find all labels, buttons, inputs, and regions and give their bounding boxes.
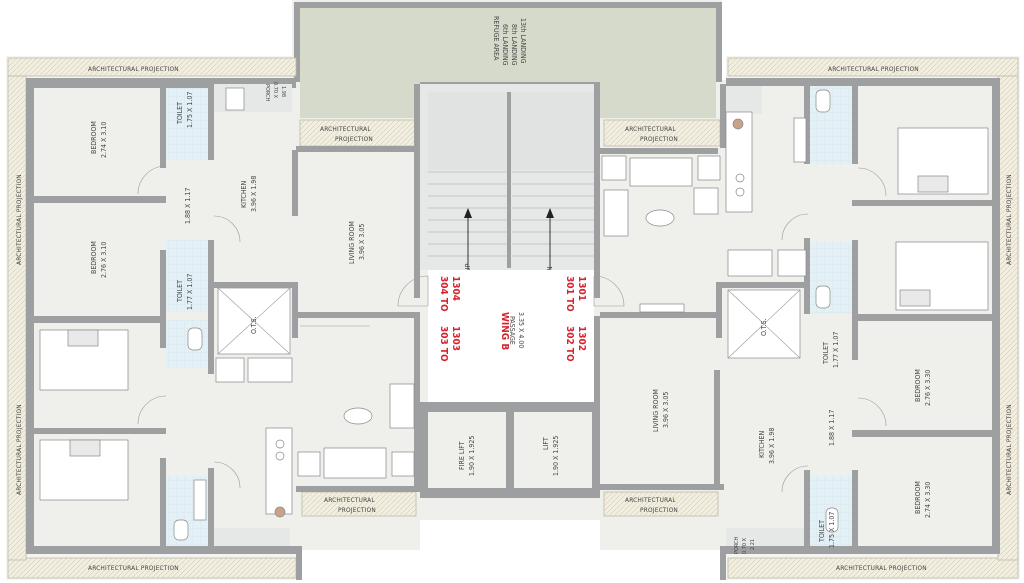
right-toilet1-name: TOILET: [822, 342, 830, 365]
right-porch-dims2: 2.21: [750, 539, 756, 550]
left-toilet1-dims: 1.75 X 1.07: [186, 92, 194, 128]
left-toilet1-name: TOILET: [176, 102, 184, 125]
left-living-name: LIVING ROOM: [348, 221, 356, 264]
lifts: FIRE LIFT 1.90 X 1.925 LIFT 1.90 X 1.925: [420, 402, 600, 498]
wing-name: WING B: [499, 312, 510, 350]
right-flat-walls: [594, 78, 1000, 580]
flat-label-bl: 303 TO: [438, 326, 449, 362]
flat-label-tr: 301 TO: [564, 276, 575, 312]
projection-mid-tr-1: ARCHITECTURAL: [625, 125, 676, 133]
left-passage-dims: 1.88 X 1.17: [184, 188, 192, 224]
left-kitchen-name: KITCHEN: [240, 180, 248, 208]
lift-dims: 1.90 X 1.925: [552, 436, 560, 476]
right-bedroom1-dims: 2.76 X 3.30: [924, 370, 932, 406]
flat-label-tr-2: 1301: [576, 276, 587, 301]
projection-label-top-left: ARCHITECTURAL PROJECTION: [88, 65, 179, 73]
left-ots: O.T.S.: [250, 316, 258, 334]
projection-mid-tl-2: PROJECTION: [335, 135, 373, 143]
left-bedroom2-name: BEDROOM: [90, 241, 98, 274]
projection-mid-bl-1: ARCHITECTURAL: [324, 496, 375, 504]
right-bedroom2-dims: 2.74 X 3.30: [924, 482, 932, 518]
left-toilet2-name: TOILET: [176, 280, 184, 303]
left-flat-walls: [26, 78, 420, 580]
left-flat-doors: [137, 147, 396, 489]
right-porch-dims1: 0.70 X: [742, 537, 748, 554]
flat-label-tl: 304 TO: [438, 276, 449, 312]
staircase: UP DN: [420, 84, 600, 276]
left-flat-labels: BEDROOM 2.74 X 3.10 BEDROOM 2.76 X 3.10 …: [90, 82, 366, 334]
flat-label-br-2: 1302: [576, 326, 587, 351]
left-living-dims: 3.96 X 3.05: [358, 224, 366, 260]
lift-label: LIFT: [542, 437, 550, 450]
right-ots: O.T.S.: [760, 318, 768, 336]
refuge-title: REFUGE AREA: [492, 16, 500, 61]
right-flat-labels: BEDROOM 2.76 X 3.30 BEDROOM 2.74 X 3.30 …: [652, 318, 932, 554]
flat-label-tl-2: 1304: [450, 276, 461, 301]
right-kitchen-dims: 3.96 X 1.98: [768, 428, 776, 464]
left-porch-dims1: 0.70 X: [272, 82, 278, 99]
flat-label-br: 302 TO: [564, 326, 575, 362]
left-bedroom1-name: BEDROOM: [90, 121, 98, 154]
left-porch-name: PORCH: [264, 84, 270, 101]
left-toilet2-dims: 1.77 X 1.07: [186, 274, 194, 310]
left-bedroom2-dims: 2.76 X 3.10: [100, 242, 108, 278]
flat-label-bl-2: 1303: [450, 326, 461, 351]
projection-label-left-upper: ARCHITECTURAL PROJECTION: [15, 174, 23, 265]
projection-label-top-right: ARCHITECTURAL PROJECTION: [828, 65, 919, 73]
projection-label-left-lower: ARCHITECTURAL PROJECTION: [15, 404, 23, 495]
refuge-line2: 8th LANDING: [510, 24, 518, 66]
right-toilet2-name: TOILET: [818, 520, 826, 543]
left-kitchen-dims: 3.96 X 1.98: [250, 176, 258, 212]
projection-label-right-upper: ARCHITECTURAL PROJECTION: [1005, 174, 1013, 265]
projection-mid-br-2: PROJECTION: [640, 506, 678, 514]
right-flat-doors: [614, 149, 887, 493]
right-passage-dims: 1.88 X 1.17: [828, 410, 836, 446]
projection-strips: ARCHITECTURAL PROJECTION ARCHITECTURAL P…: [7, 57, 1019, 579]
stair-up-label: UP: [464, 263, 472, 272]
projection-mid-br-1: ARCHITECTURAL: [625, 496, 676, 504]
fire-lift-label: FIRE LIFT: [458, 441, 466, 470]
projection-mid-tr-2: PROJECTION: [640, 135, 678, 143]
fire-lift-dims: 1.90 X 1.925: [468, 436, 476, 476]
projection-label-bottom-left: ARCHITECTURAL PROJECTION: [88, 564, 179, 572]
right-kitchen-name: KITCHEN: [758, 430, 766, 458]
right-bedroom2-name: BEDROOM: [914, 481, 922, 514]
wing-dims: 3.35 X 4.00: [517, 312, 525, 348]
left-porch-dims2: 1.98: [280, 86, 286, 97]
right-toilet1-dims: 1.77 X 1.07: [832, 332, 840, 368]
right-bedroom1-name: BEDROOM: [914, 369, 922, 402]
right-toilet2-dims: 1.75 X 1.07: [828, 512, 836, 548]
right-living-name: LIVING ROOM: [652, 389, 660, 432]
left-flat-furniture: [39, 87, 415, 541]
left-bedroom1-dims: 2.74 X 3.10: [100, 122, 108, 158]
right-flat-furniture: [601, 89, 989, 533]
refuge-line1: 6th LANDING: [501, 24, 509, 66]
projection-label-right-lower: ARCHITECTURAL PROJECTION: [1005, 404, 1013, 495]
wing-passage: WING B PASSAGE 3.35 X 4.00 304 TO 1304 3…: [397, 270, 625, 402]
projection-mid-bl-2: PROJECTION: [338, 506, 376, 514]
wing-room: PASSAGE: [508, 316, 516, 345]
projection-mid-tl-1: ARCHITECTURAL: [320, 125, 371, 133]
right-porch-name: PORCH: [734, 537, 740, 554]
refuge-line3: 13th LANDING: [519, 18, 527, 64]
right-living-dims: 3.96 X 3.05: [662, 392, 670, 428]
projection-label-bottom-right: ARCHITECTURAL PROJECTION: [836, 564, 927, 572]
